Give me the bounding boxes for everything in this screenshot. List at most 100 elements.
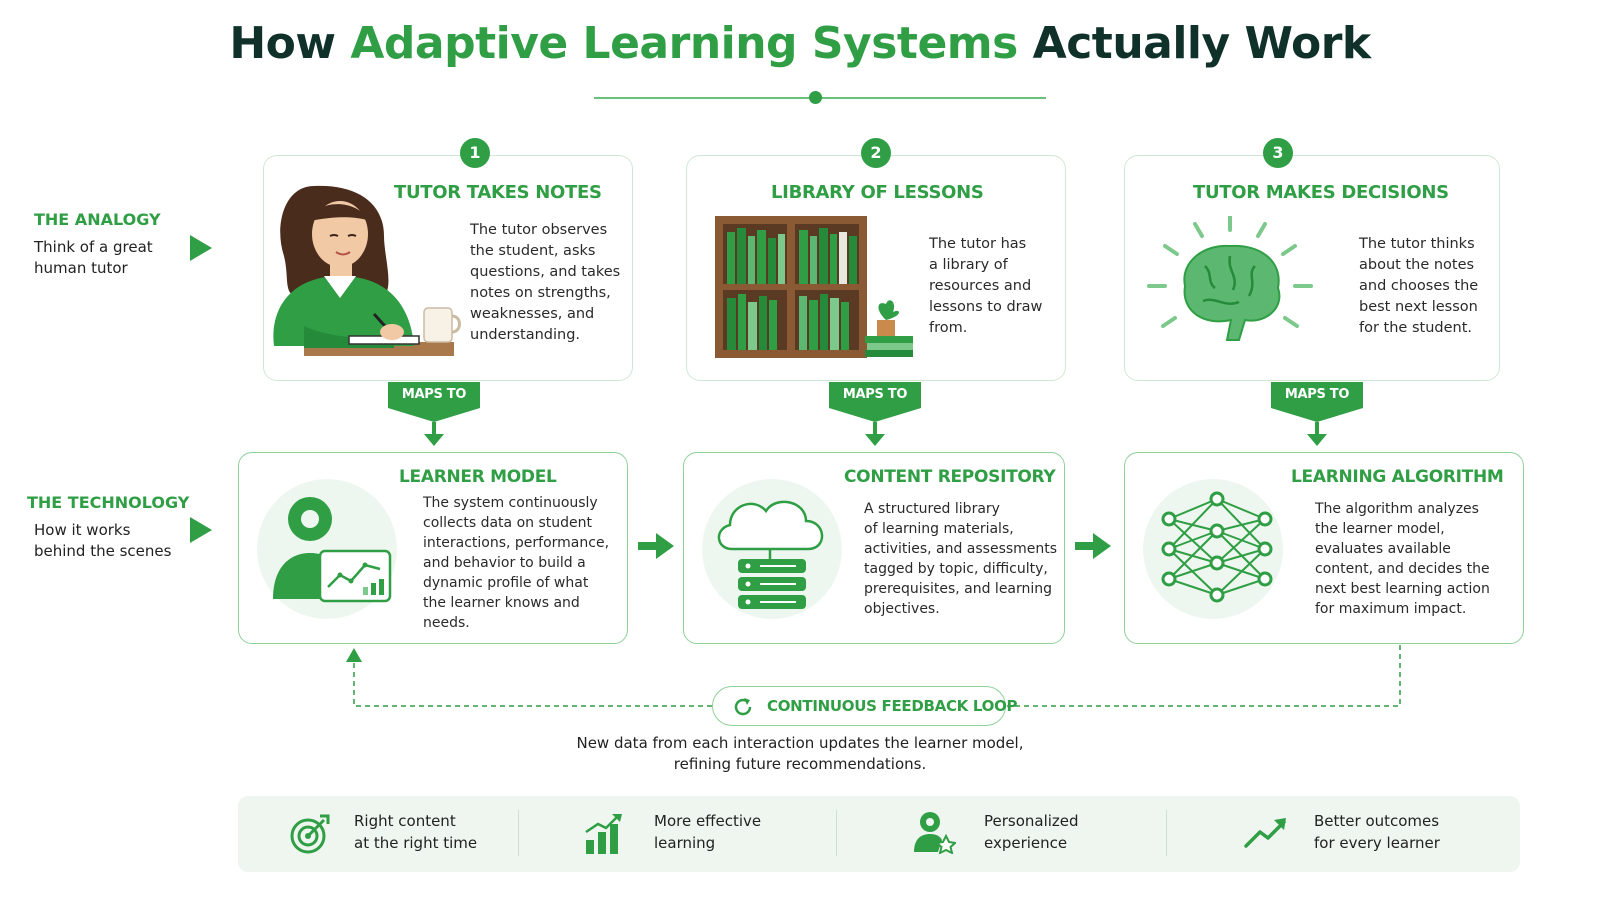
analogy-card-library: LIBRARY OF LESSONS The tutor has a libra… [686,155,1066,381]
feedback-loop-label: CONTINUOUS FEEDBACK LOOP [767,697,1018,715]
analogy-card-decisions: TUTOR MAKES DECISIONS The tutor thinks a… [1124,155,1500,381]
title-accent: Adaptive Learning Systems [350,18,1018,69]
cloud-database-icon [717,500,824,609]
tech-card-content-repository: CONTENT REPOSITORY A structured library … [683,452,1065,644]
text-line: The tutor observes [470,222,608,238]
text-line: best next lesson [1359,299,1478,315]
benefit-line-1: Right content [354,812,456,830]
text-line: The tutor has [929,236,1027,252]
flow-arrow-1-icon [638,533,674,559]
maps-to-arrowhead [829,408,921,422]
text-line: the learner model, [1315,521,1445,537]
text-line: the learner knows and [423,595,580,611]
maps-to-arrowhead [388,408,480,422]
benefit-line-1: More effective [654,812,762,830]
analogy-arrow-icon [190,235,212,261]
maps-to-label: MAPS TO [829,382,921,408]
step-number-3: 3 [1263,138,1293,168]
technology-subtitle-line-2: behind the scenes [34,542,172,560]
row-label-analogy: THE ANALOGY Think of a great human tutor [34,210,161,279]
card-text-library: The tutor has a library of resources and… [929,234,1042,339]
benefit-personalized: Personalized experience [984,810,1079,854]
text-line: interactions, performance, [423,535,610,551]
feedback-loop-caption: New data from each interaction updates t… [500,733,1100,775]
bookshelf-illustration [715,216,913,358]
benefit-line-1: Personalized [984,812,1079,830]
text-line: for the student. [1359,320,1472,336]
maps-to-connector-2: MAPS TO [829,382,921,448]
analogy-subtitle-line-1: Think of a great [34,238,153,256]
tech-title-content-repository: CONTENT REPOSITORY [844,467,1056,487]
benefit-divider [518,810,519,856]
benefit-better-outcomes: Better outcomes for every learner [1314,810,1440,854]
text-line: for maximum impact. [1315,601,1467,617]
maps-to-label: MAPS TO [388,382,480,408]
refresh-icon [734,698,752,716]
row-label-technology: THE TECHNOLOGY How it works behind the s… [27,493,189,562]
text-line: about the notes [1359,257,1475,273]
title-part-1: How [229,18,351,69]
learner-analytics-icon [273,497,392,603]
text-line: A structured library [864,501,1000,517]
maps-to-line [1315,422,1319,438]
maps-to-tip [1307,434,1327,446]
analogy-subtitle-line-2: human tutor [34,259,128,277]
caption-line-1: New data from each interaction updates t… [576,734,1024,752]
brain-illustration [1147,216,1313,341]
tech-card-learner-model: LEARNER MODEL The system continuously co… [238,452,628,644]
trend-up-icon [1244,818,1286,848]
title-part-2: Actually Work [1017,18,1372,69]
tech-title-learning-algorithm: LEARNING ALGORITHM [1291,467,1504,487]
text-line: activities, and assessments [864,541,1058,557]
text-line: needs. [423,615,470,631]
benefit-line-2: learning [654,834,716,852]
step-number-2: 2 [861,138,891,168]
text-line: understanding. [470,327,581,343]
maps-to-connector-1: MAPS TO [388,382,480,448]
text-line: The algorithm analyzes [1315,501,1479,517]
text-line: of learning materials, [864,521,1014,537]
card-title-decisions: TUTOR MAKES DECISIONS [1193,182,1449,203]
text-line: tagged by topic, difficulty, [864,561,1048,577]
page-title: How Adaptive Learning Systems Actually W… [0,18,1600,69]
text-line: from. [929,320,968,336]
technology-subtitle: How it works behind the scenes [34,520,189,562]
card-text-decisions: The tutor thinks about the notes and cho… [1359,234,1478,339]
card-title-tutor-notes: TUTOR TAKES NOTES [394,182,602,203]
text-line: next best learning action [1315,581,1490,597]
user-star-icon [914,812,956,854]
benefit-line-2: at the right time [354,834,478,852]
text-line: and chooses the [1359,278,1479,294]
title-divider-dot [809,91,822,104]
maps-to-connector-3: MAPS TO [1271,382,1363,448]
tech-text-learner-model: The system continuously collects data on… [423,493,609,633]
text-line: prerequisites, and learning [864,581,1053,597]
text-line: notes on strengths, [470,285,611,301]
technology-arrow-icon [190,517,212,543]
target-icon [290,814,330,854]
text-line: The tutor thinks [1359,236,1475,252]
flow-arrow-2-icon [1075,533,1111,559]
text-line: evaluates available [1315,541,1451,557]
maps-to-tip [424,434,444,446]
maps-to-tip [865,434,885,446]
caption-line-2: refining future recommendations. [673,755,927,773]
feedback-loop-badge: CONTINUOUS FEEDBACK LOOP [712,686,1018,726]
text-line: a library of [929,257,1008,273]
card-text-tutor-notes: The tutor observes the student, asks que… [470,220,620,346]
text-line: questions, and takes [470,264,621,280]
maps-to-line [432,422,436,438]
analogy-card-tutor-notes: TUTOR TAKES NOTES The tutor observes the… [263,155,633,381]
text-line: dynamic profile of what [423,575,589,591]
benefit-more-effective: More effective learning [654,810,761,854]
text-line: content, and decides the [1315,561,1490,577]
analogy-subtitle: Think of a great human tutor [34,237,161,279]
text-line: resources and [929,278,1032,294]
benefit-divider [836,810,837,856]
technology-heading: THE TECHNOLOGY [27,493,190,512]
maps-to-line [873,422,877,438]
text-line: and behavior to build a [423,555,586,571]
text-line: objectives. [864,601,940,617]
benefits-bar: Right content at the right time More eff… [238,796,1520,872]
benefit-line-2: experience [984,834,1068,852]
